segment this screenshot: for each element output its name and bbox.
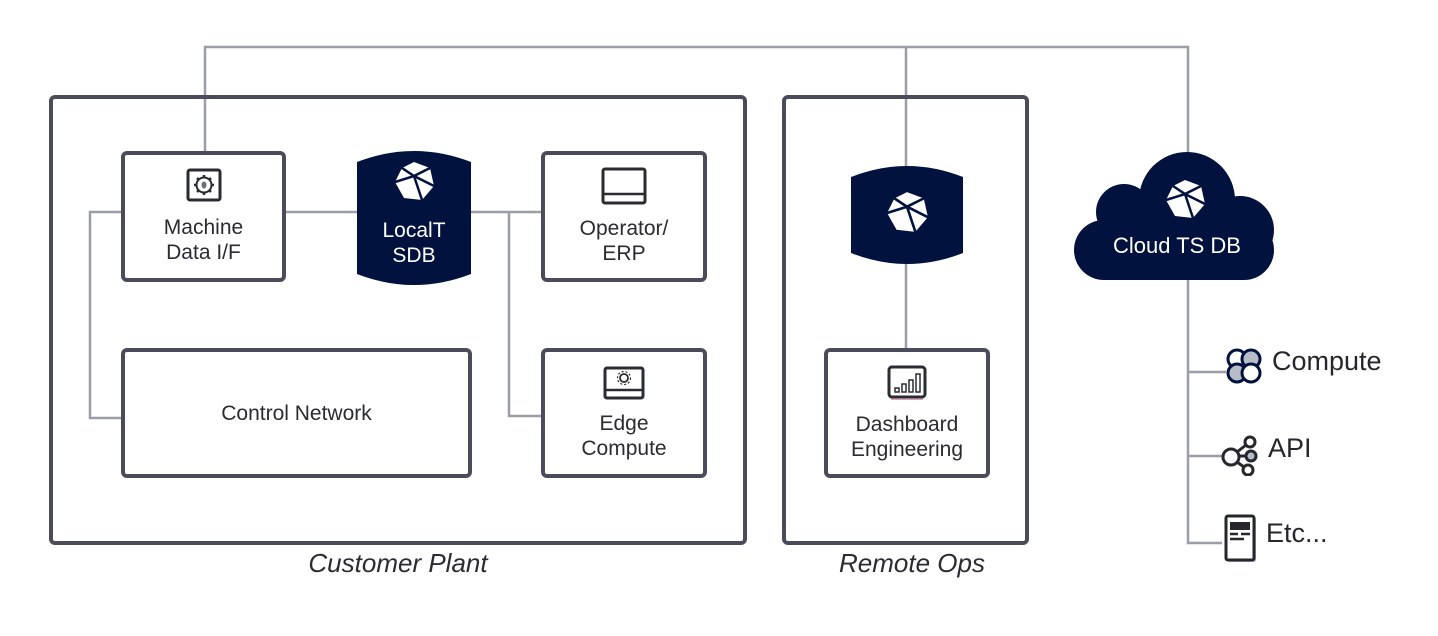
connector-machine-control	[88, 210, 122, 420]
node-remote-db[interactable]	[851, 163, 963, 267]
node-edge-compute[interactable]: Edge Compute	[541, 348, 707, 478]
output-compute[interactable]: Compute	[1224, 346, 1382, 391]
node-label-edge-compute: Edge Compute	[581, 411, 667, 460]
compute-icon	[1224, 346, 1264, 391]
database-cylinder-shape	[357, 151, 471, 285]
monitor-icon	[601, 167, 647, 210]
output-api[interactable]: API	[1220, 433, 1312, 481]
node-label-local-tsdb: LocalT SDB	[382, 219, 446, 267]
group-remote-ops	[782, 95, 1029, 545]
node-label-control-network: Control Network	[221, 401, 372, 425]
share-icon	[1220, 434, 1260, 481]
node-label-operator-erp: Operator/ ERP	[579, 217, 669, 265]
output-label-etc: Etc...	[1266, 518, 1328, 548]
output-label-api: API	[1268, 433, 1312, 463]
tsdb-logo-icon	[1163, 177, 1207, 228]
bar-chart-icon	[887, 365, 927, 406]
tsdb-logo-icon	[884, 190, 930, 241]
group-label-customer-plant: Customer Plant	[308, 548, 488, 578]
connector-cloud-outputs	[1186, 270, 1222, 545]
connector-top-bus	[203, 45, 1190, 190]
node-control-network[interactable]: Control Network	[121, 348, 472, 478]
connector-localtsdb-edge	[507, 212, 543, 418]
document-icon	[1224, 514, 1258, 569]
tsdb-logo-icon	[392, 160, 436, 209]
node-label-machine-data: Machine Data I/F	[163, 216, 244, 264]
laptop-gear-icon	[603, 366, 645, 405]
output-etc[interactable]: Etc...	[1224, 514, 1328, 569]
group-label-remote-ops: Remote Ops	[839, 548, 985, 578]
node-local-tsdb[interactable]: LocalT SDB	[357, 148, 471, 288]
node-cloud-ts-db[interactable]: Cloud TS DB	[1072, 150, 1282, 282]
node-label-dashboard-engineering: Dashboard Engineering	[850, 412, 964, 461]
node-operator-erp[interactable]: Operator/ ERP	[541, 151, 707, 282]
gear-chip-icon	[185, 168, 223, 209]
node-label-cloud-ts-db: Cloud TS DB	[1113, 233, 1241, 258]
cloud-shape	[1074, 152, 1274, 280]
node-dashboard-engineering[interactable]: Dashboard Engineering	[824, 348, 990, 478]
output-label-compute: Compute	[1272, 346, 1382, 376]
group-customer-plant	[49, 95, 747, 545]
node-machine-data[interactable]: Machine Data I/F	[121, 151, 286, 282]
